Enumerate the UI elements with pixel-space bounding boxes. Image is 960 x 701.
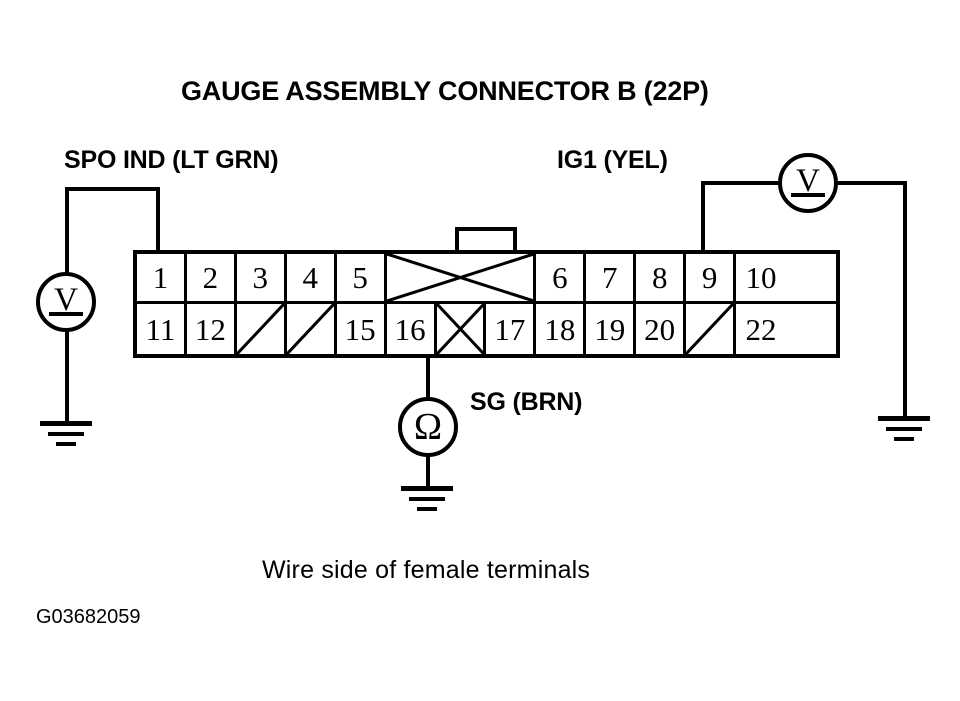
blank-cell-slash: [686, 304, 737, 354]
ground-bottom-bar-1: [401, 486, 453, 491]
pin-number: 4: [302, 260, 318, 295]
wire-right-down-to-pin8: [701, 181, 705, 253]
pin-number: 5: [352, 260, 368, 295]
ground-bottom-bar-2: [409, 497, 445, 501]
wire-left-meter-to-ground: [65, 330, 69, 423]
pin-cell-1: 1: [137, 254, 187, 301]
wire-left-meter-up: [65, 187, 69, 283]
blank-cell-slash-mark: [237, 304, 284, 354]
pin-cell-11: 11: [137, 304, 187, 354]
pin-cell-8: 8: [636, 254, 687, 301]
pin-number: 9: [701, 260, 718, 295]
voltmeter-left-dc-bar: [49, 312, 83, 316]
pin-number: 10: [745, 260, 777, 295]
wire-left-top-horizontal: [65, 187, 160, 191]
pin-cell-10: 10: [736, 254, 786, 301]
pin-cell-16: 16: [387, 304, 437, 354]
blank-cell-slash: [237, 304, 287, 354]
figure-caption: Wire side of female terminals: [262, 556, 591, 584]
wire-ohmmeter-to-pin16: [426, 356, 430, 400]
pin-cell-12: 12: [187, 304, 237, 354]
pin-cell-22: 22: [736, 304, 786, 354]
blank-cell-cross-mark: [387, 254, 534, 301]
label-spo-ind: SPO IND (LT GRN): [64, 146, 279, 174]
blank-cell-slash-mark: [287, 304, 334, 354]
ground-left-bar-1: [40, 421, 92, 426]
label-ig1: IG1 (YEL): [557, 146, 668, 174]
wire-right-to-ground: [903, 181, 907, 418]
pin-number: 8: [651, 260, 668, 295]
pin-number: 18: [544, 311, 576, 347]
pin-cell-2: 2: [187, 254, 237, 301]
voltmeter-right: V: [778, 153, 838, 213]
pin-number: 1: [152, 260, 169, 295]
pin-cell-9: 9: [686, 254, 737, 301]
wire-left-down-to-pin1: [156, 187, 160, 253]
pin-number: 12: [194, 311, 226, 347]
pin-cell-18: 18: [536, 304, 587, 354]
ground-right-bar-3: [894, 437, 914, 441]
ground-left-bar-2: [48, 432, 84, 436]
connector-locking-tab: [455, 227, 517, 253]
blank-cell-cross-mark: [437, 304, 484, 354]
voltmeter-left: V: [36, 272, 96, 332]
blank-cell-cross: [437, 304, 487, 354]
pin-number: 11: [145, 311, 176, 347]
wire-right-meter-out: [836, 181, 907, 185]
label-sg: SG (BRN): [470, 388, 583, 416]
pin-number: 19: [594, 311, 626, 347]
voltmeter-right-glyph: V: [796, 163, 820, 199]
pin-cell-7: 7: [586, 254, 637, 301]
ohmmeter-bottom: Ω: [398, 397, 458, 457]
ground-left-bar-3: [56, 442, 76, 446]
figure-id-code: G03682059: [36, 606, 141, 628]
pin-number: 20: [644, 311, 676, 347]
pin-number: 3: [252, 260, 269, 295]
pin-cell-15: 15: [337, 304, 387, 354]
voltmeter-right-dc-bar: [791, 193, 825, 197]
ground-right-bar-2: [886, 427, 922, 431]
pin-number: 16: [394, 311, 426, 347]
voltmeter-left-glyph: V: [54, 282, 78, 318]
pin-number: 22: [745, 311, 777, 347]
blank-cell-slash: [287, 304, 337, 354]
ground-right-bar-1: [878, 416, 930, 421]
pin-cell-6: 6: [536, 254, 587, 301]
pin-cell-3: 3: [237, 254, 287, 301]
blank-cell-slash-mark: [686, 304, 733, 354]
wire-ohmmeter-to-ground: [426, 455, 430, 488]
pin-cell-19: 19: [586, 304, 637, 354]
pin-number: 2: [202, 260, 219, 295]
blank-cell-cross: [387, 254, 537, 301]
pin-cell-20: 20: [636, 304, 687, 354]
pin-number: 7: [602, 260, 618, 295]
pin-number: 15: [344, 311, 376, 347]
page-title: GAUGE ASSEMBLY CONNECTOR B (22P): [181, 76, 709, 106]
pin-cell-5: 5: [337, 254, 387, 301]
pin-number: 6: [552, 260, 568, 295]
pin-row-bottom: 11 12 15 16 17 18 19 20 22: [137, 304, 836, 354]
pin-cell-4: 4: [287, 254, 337, 301]
wire-right-to-meter: [701, 181, 780, 185]
ground-bottom-bar-3: [417, 507, 437, 511]
ohmmeter-glyph: Ω: [413, 406, 443, 448]
pin-cell-17: 17: [486, 304, 537, 354]
pin-number: 17: [494, 311, 526, 347]
